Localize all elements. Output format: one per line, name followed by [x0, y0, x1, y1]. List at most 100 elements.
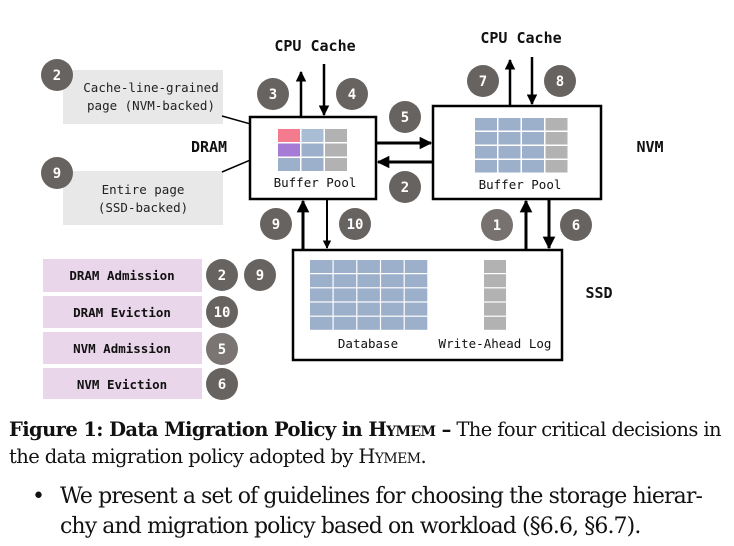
legend-label: DRAM Admission	[69, 268, 174, 283]
page-cell-gray	[325, 129, 347, 142]
page-cell-gray	[545, 132, 568, 145]
callout-line-2: (SSD-backed)	[98, 200, 188, 215]
page-cell-gray	[484, 316, 506, 330]
page-cell-blue	[498, 146, 521, 159]
page-cell-blue	[357, 260, 380, 273]
figure-label: Figure 1: Data Migration Policy in	[9, 418, 369, 441]
page-cell-blue	[310, 316, 333, 330]
page-cell-blue	[333, 288, 357, 302]
callout-line-2: page (NVM-backed)	[87, 98, 215, 113]
page-cell-blue	[522, 132, 544, 145]
page-cell-blue	[498, 160, 521, 173]
legend-label: NVM Eviction	[77, 377, 167, 392]
callout-line-1: Entire page	[102, 182, 185, 197]
page-cell-blue	[475, 132, 497, 145]
legend-step-circle: 5	[206, 333, 238, 365]
legend-row-nvm-admission: NVM Admission 5	[43, 332, 238, 365]
legend-row-dram-eviction: DRAM Eviction 10	[43, 296, 238, 328]
svg-text:9: 9	[53, 166, 61, 182]
page-cell-blue	[301, 158, 324, 171]
caption-dash: –	[435, 418, 452, 441]
caption-text: The four critical decisions in the data …	[9, 418, 722, 468]
nvm-cpu-cache-label: CPU Cache	[480, 29, 561, 47]
caption-end: .	[420, 445, 427, 468]
step-circle-callout-2: 2	[41, 59, 73, 91]
ssd-tier-label: SSD	[585, 284, 612, 302]
legend-label: DRAM Eviction	[73, 305, 171, 320]
page-cell-gray	[325, 143, 347, 157]
system-name: Hymem	[368, 418, 436, 441]
page-cell-blue	[498, 118, 521, 131]
legend-row-dram-admission: DRAM Admission 2 9	[43, 259, 276, 292]
page-cell-blue	[381, 288, 404, 302]
page-cell-gray	[484, 260, 506, 273]
page-cell-blue	[522, 146, 544, 159]
step-circle-ssd-to-nvm: 1	[481, 209, 513, 241]
svg-text:5: 5	[401, 110, 409, 126]
page-cell-blue	[357, 316, 380, 330]
page-cell-blue	[475, 146, 497, 159]
page-cell-blue	[404, 274, 428, 288]
page-cell-blue	[381, 260, 404, 273]
callout-entire-page: Entire page (SSD-backed)	[63, 171, 223, 225]
figure-caption: Figure 1: Data Migration Policy in Hymem…	[9, 416, 725, 470]
system-name-2: Hymem	[358, 445, 421, 468]
page-cell-gray	[545, 146, 568, 159]
page-cell-blue	[404, 316, 428, 330]
page-cell-blue	[357, 274, 380, 288]
ssd-wal-label: Write-Ahead Log	[439, 336, 552, 351]
page-cell-blue	[498, 132, 521, 145]
step-circle-nvm-to-dram: 2	[389, 171, 421, 203]
dram-cpu-cache-label: CPU Cache	[274, 37, 355, 55]
page-cell-blue	[333, 274, 357, 288]
step-circle-callout-9: 9	[41, 157, 73, 189]
svg-text:3: 3	[269, 87, 277, 103]
svg-text:9: 9	[272, 217, 280, 233]
page-cell-gray	[484, 288, 506, 302]
page-cell-gray	[545, 160, 568, 173]
legend-step-circle: 9	[244, 259, 276, 291]
page-cell-blue	[357, 288, 380, 302]
svg-text:6: 6	[572, 218, 580, 234]
page-cell-gray	[484, 274, 506, 288]
step-circle-dram-down: 4	[336, 78, 368, 110]
page-cell-blue	[333, 260, 357, 273]
page-cell-blue	[310, 274, 333, 288]
page-cell-blue	[381, 316, 404, 330]
page-cell-blue	[381, 302, 404, 316]
page-cell-blue	[522, 118, 544, 131]
page-cell-blue	[310, 288, 333, 302]
svg-text:1: 1	[493, 218, 501, 234]
legend-step-circle: 2	[206, 259, 238, 291]
decision-legend: DRAM Admission 2 9 DRAM Eviction 10 NVM …	[43, 259, 276, 400]
step-circle-ssd-to-dram: 9	[260, 208, 292, 240]
contribution-bullet: • We present a set of guidelines for cho…	[32, 482, 724, 542]
svg-text:10: 10	[347, 217, 364, 233]
page-cell-blue	[475, 118, 497, 131]
page-cell-blue_light	[301, 129, 324, 142]
svg-text:7: 7	[479, 74, 487, 90]
step-circle-nvm-down: 8	[544, 65, 576, 97]
page-cell-blue	[475, 160, 497, 173]
page-cell-gray	[545, 118, 568, 131]
legend-step-circle: 10	[206, 296, 238, 328]
step-circle-nvm-to-ssd: 6	[560, 209, 592, 241]
nvm-buffer-pool-label: Buffer Pool	[479, 177, 562, 192]
page-cell-blue	[333, 302, 357, 316]
nvm-page-grid	[475, 118, 568, 173]
svg-text:2: 2	[401, 180, 409, 196]
page-cell-blue	[278, 158, 300, 171]
page-cell-blue	[301, 143, 324, 157]
page-cell-blue	[404, 302, 428, 316]
dram-buffer-pool-label: Buffer Pool	[274, 175, 357, 190]
callout-line-1: Cache-line-grained	[83, 80, 218, 95]
nvm-tier-label: NVM	[636, 138, 663, 156]
legend-label: NVM Admission	[73, 341, 171, 356]
page-cell-blue	[522, 160, 544, 173]
page-cell-purple	[278, 143, 300, 157]
page-cell-blue	[404, 288, 428, 302]
data-migration-diagram: CPU Cache CPU Cache DRAM NVM SSD Cache-l…	[41, 29, 664, 400]
page-cell-blue	[310, 260, 333, 273]
svg-text:6: 6	[218, 377, 226, 393]
svg-text:10: 10	[214, 305, 231, 321]
